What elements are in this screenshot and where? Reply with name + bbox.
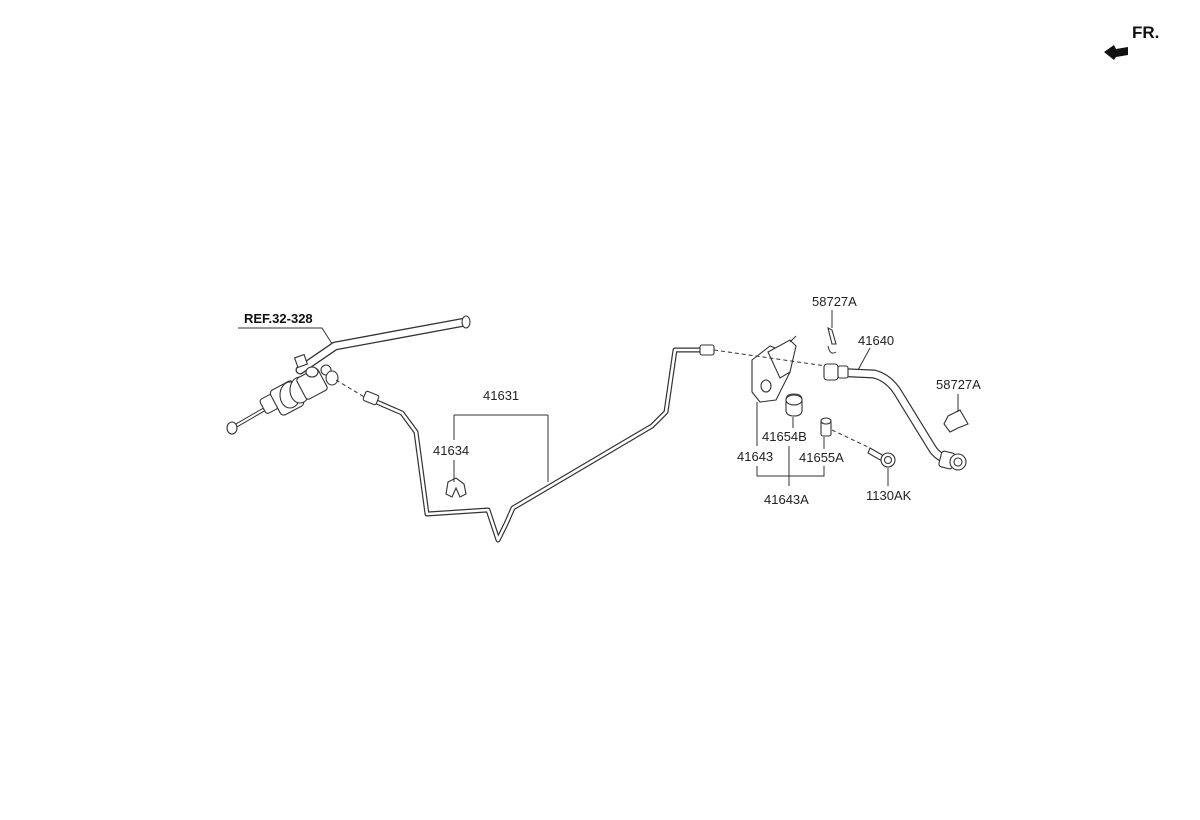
part-label-41634: 41634 — [433, 443, 469, 458]
assembly-line — [335, 379, 367, 399]
tube-clip-part — [445, 477, 467, 498]
pedal-rod-part — [293, 315, 471, 375]
clutch-hose-part — [823, 363, 967, 471]
master-cylinder-part — [226, 364, 339, 435]
label-41631-leader — [453, 414, 549, 482]
bolt-part — [867, 447, 896, 468]
part-label-58727A-top: 58727A — [812, 294, 857, 309]
label-41643A-leader — [756, 446, 825, 486]
bracket-part — [751, 335, 797, 403]
collar-part — [820, 417, 832, 437]
hose-clip-part — [827, 326, 837, 354]
reference-label: REF.32-328 — [244, 311, 313, 326]
hose-clip-part — [943, 409, 969, 433]
label-41640-leader — [857, 347, 871, 371]
front-label: FR. — [1132, 23, 1159, 42]
part-label-41643: 41643 — [737, 449, 773, 464]
grommet-part — [785, 393, 803, 417]
reference-leader-line — [238, 327, 337, 351]
part-label-58727A-right: 58727A — [936, 377, 981, 392]
front-direction-arrow-icon — [1104, 45, 1128, 60]
assembly-line — [713, 349, 827, 367]
clutch-tube-part — [362, 344, 715, 543]
assembly-line — [831, 429, 871, 449]
part-label-41640: 41640 — [858, 333, 894, 348]
part-label-1130AK: 1130AK — [866, 488, 912, 503]
part-label-41643A: 41643A — [764, 492, 809, 507]
part-label-41654B: 41654B — [762, 429, 807, 444]
part-label-41631: 41631 — [483, 388, 519, 403]
part-label-41655A: 41655A — [799, 450, 844, 465]
